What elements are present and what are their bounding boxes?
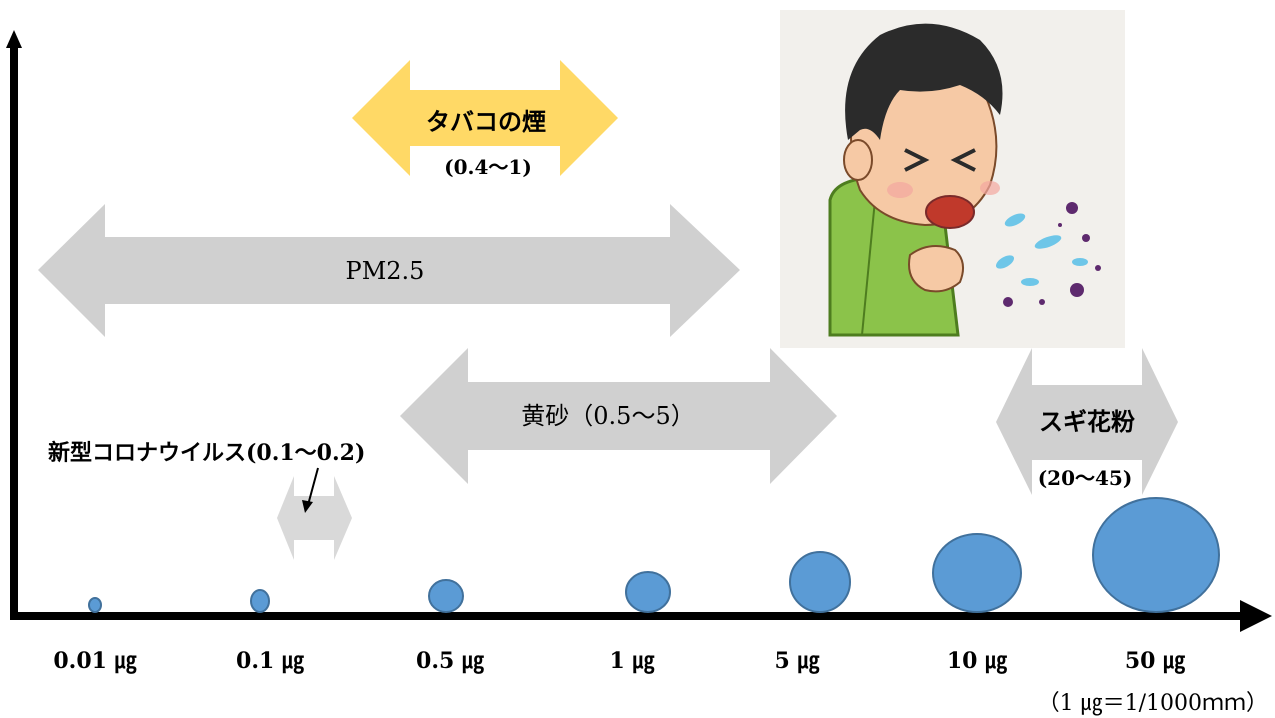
tobacco-label: タバコの煙 <box>426 107 546 136</box>
y-axis-line <box>10 42 18 619</box>
particle-circle <box>88 597 102 613</box>
pm25-arrow <box>38 204 740 337</box>
tick-label: 5 ㎍ <box>775 648 820 675</box>
pm25-band: PM2.5 <box>38 204 740 337</box>
cedar-pollen-range: (20～45) <box>1038 466 1133 490</box>
tick-label: 10 ㎍ <box>947 648 1007 675</box>
cedar-pollen-band: スギ花粉 (20～45) <box>996 348 1178 495</box>
tick-label: 50 ㎍ <box>1125 648 1185 675</box>
particle-circle <box>428 579 464 613</box>
yellow-dust-band: 黄砂（0.5～5） <box>400 348 837 484</box>
yellow-dust-label: 黄砂（0.5～5） <box>521 402 694 430</box>
x-axis-arrowhead <box>1240 600 1272 632</box>
cedar-pollen-arrow <box>996 348 1178 495</box>
tick-label: 0.5 ㎍ <box>416 648 484 675</box>
particle-circle <box>250 589 270 613</box>
particle-circles <box>88 497 1220 613</box>
corona-pointer-head <box>302 500 313 513</box>
cedar-pollen-label: スギ花粉 <box>1039 407 1135 436</box>
axes <box>6 30 1272 632</box>
particle-circle <box>625 571 671 613</box>
tick-labels: 0.01 ㎍ 0.1 ㎍ 0.5 ㎍ 1 ㎍ 5 ㎍ 10 ㎍ 50 ㎍ （1 … <box>53 648 1268 717</box>
unit-note: （1 ㎍＝1/1000ｍｍ） <box>1038 691 1268 717</box>
corona-pointer-line <box>307 467 319 506</box>
particle-circle <box>932 533 1022 613</box>
pm25-label: PM2.5 <box>346 257 425 285</box>
tick-label: 1 ㎍ <box>610 648 655 675</box>
tick-label: 0.1 ㎍ <box>236 648 304 675</box>
tobacco-arrow <box>352 60 618 176</box>
particle-circle <box>1092 497 1220 613</box>
tobacco-range: (0.4～1) <box>444 155 532 179</box>
y-axis-arrowhead <box>6 30 22 48</box>
particle-circle <box>789 551 851 613</box>
corona-band: 新型コロナウイルス(0.1～0.2) <box>48 440 365 560</box>
tobacco-band: タバコの煙 (0.4～1) <box>352 60 618 179</box>
corona-label: 新型コロナウイルス(0.1～0.2) <box>48 440 365 466</box>
tick-label: 0.01 ㎍ <box>53 648 136 675</box>
x-axis-line <box>10 612 1240 620</box>
corona-arrow <box>277 476 352 560</box>
coughing-boy-icon <box>780 10 1125 348</box>
yellow-dust-arrow <box>400 348 837 484</box>
